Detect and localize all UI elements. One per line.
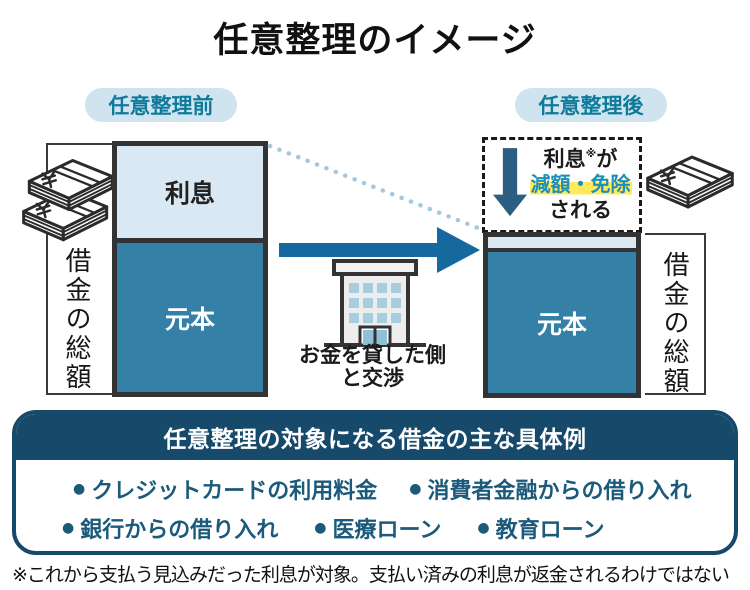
before-principal-segment: 元本 [117, 243, 263, 392]
list-item: ●銀行からの借り入れ [62, 518, 279, 543]
right-arrow-icon [279, 226, 481, 278]
before-total-label: 借金の総額 [61, 247, 91, 392]
negotiation-line2: と交渉 [341, 366, 404, 391]
interest-reduction-callout: 利息※が 減額・免除 される [482, 137, 642, 233]
bullet-icon: ● [73, 481, 86, 497]
list-item: ●クレジットカードの利用料金 [73, 479, 378, 504]
after-total-label: 借金の総額 [659, 251, 689, 396]
callout-line3: される [549, 197, 612, 222]
examples-header: 任意整理の対象になる借金の主な具体例 [16, 414, 734, 460]
callout-line1: 利息※が [543, 147, 618, 172]
footnote: ※これから支払う見込みだった利息が対象。支払い済みの利息が返金されるわけではない [12, 564, 730, 586]
after-total-bracket [645, 233, 706, 395]
before-debt-bar: 利息 元本 [112, 141, 268, 397]
principal-label: 元本 [164, 304, 215, 334]
building-icon [322, 257, 428, 353]
bullet-icon: ● [314, 520, 327, 536]
after-remaining-strip [488, 237, 636, 252]
callout-text: 利息※が 減額・免除 される [527, 147, 634, 223]
list-item: ●医療ローン [314, 518, 442, 543]
examples-box: 任意整理の対象になる借金の主な具体例 ●クレジットカードの利用料金 ●消費者金融… [12, 410, 738, 555]
money-stacks-icon [18, 150, 118, 258]
before-total-bracket [46, 143, 112, 395]
page-title: 任意整理のイメージ [213, 21, 537, 61]
examples-row-1: ●クレジットカードの利用料金 ●消費者金融からの借り入れ [73, 473, 734, 505]
bullet-icon: ● [409, 481, 422, 497]
bullet-icon: ● [62, 520, 75, 536]
down-arrow-icon [493, 142, 527, 228]
list-item: ●消費者金融からの借り入れ [409, 479, 692, 504]
badge-before: 任意整理前 [85, 88, 237, 122]
list-item: ●教育ローン [477, 518, 605, 543]
dotted-guide-line [262, 138, 486, 242]
after-debt-bar: 元本 [483, 232, 641, 398]
negotiation-caption: お金を貸した側 と交渉 [280, 343, 465, 391]
asterisk-mark: ※ [585, 147, 597, 161]
money-stack-icon [642, 146, 738, 224]
badge-after: 任意整理後 [515, 88, 667, 122]
before-interest-segment: 利息 [117, 146, 263, 243]
bullet-icon: ● [477, 520, 490, 536]
negotiation-line1: お金を貸した側 [299, 343, 446, 367]
examples-row-2: ●銀行からの借り入れ ●医療ローン ●教育ローン [62, 512, 734, 544]
callout-line2: 減額・免除 [527, 172, 634, 197]
reduced-highlight: 減額・免除 [529, 172, 632, 197]
interest-label: 利息 [164, 179, 215, 208]
principal-label: 元本 [536, 309, 587, 339]
after-principal-segment: 元本 [488, 252, 636, 393]
